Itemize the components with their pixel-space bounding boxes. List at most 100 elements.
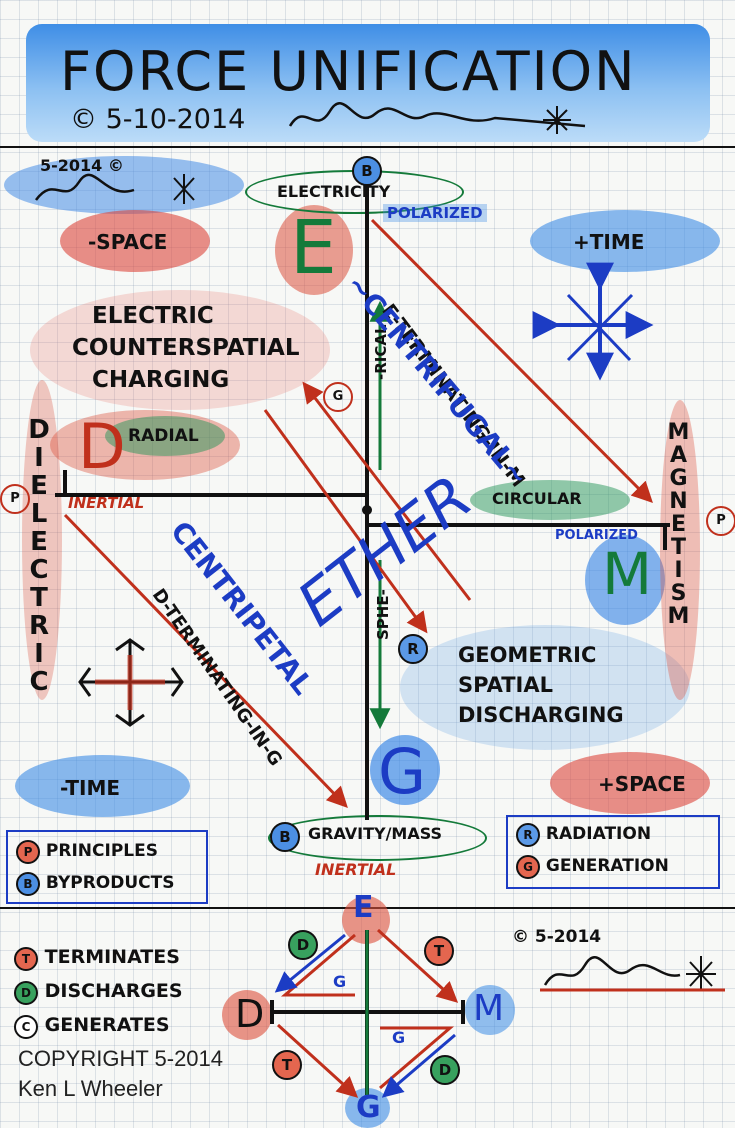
dielectric-label: DIELECTRIC (24, 415, 54, 695)
legend-badge: R (516, 823, 540, 847)
mini-g: G (356, 1090, 381, 1125)
signature-blob (4, 156, 244, 214)
pos-space-label: +SPACE (598, 772, 686, 796)
letter-g: G (378, 735, 427, 808)
legend-item: P PRINCIPLES (16, 840, 158, 864)
legend-badge: T (14, 947, 38, 971)
neg-time-blob (15, 755, 190, 817)
copyright-symbol: © (70, 104, 97, 135)
legend-badge: C (14, 1015, 38, 1039)
header-date-text: 5-10-2014 (105, 104, 246, 135)
page-title: FORCE UNIFICATION (60, 40, 637, 103)
electricity-label: ELECTRICITY (277, 182, 391, 201)
badge-g-center: G (323, 382, 353, 412)
electric-item: COUNTERSPATIAL (72, 335, 300, 361)
legend-label: BYPRODUCTS (45, 873, 175, 893)
letter-d: D (78, 410, 126, 483)
letter-m: M (602, 540, 653, 608)
bottom-date: 5-2014 (534, 927, 602, 947)
footer-copyright: COPYRIGHT 5-2014 (18, 1046, 224, 1071)
badge-b-bottom: B (270, 822, 300, 852)
gravity-oval (268, 815, 487, 861)
legend-item: R RADIATION (516, 823, 651, 847)
header-rule (0, 146, 735, 148)
electric-blob (30, 290, 330, 410)
letter-e: E (290, 205, 337, 291)
radial-green (105, 416, 225, 456)
legend-right: R RADIATION G GENERATION (506, 815, 720, 889)
signature-icon (34, 173, 195, 204)
legend-label: RADIATION (545, 824, 652, 844)
legend-label: GENERATES (44, 1014, 170, 1036)
footer-author: Ken L Wheeler (18, 1076, 163, 1101)
dielectric-blob (22, 380, 62, 700)
electric-list: ELECTRIC COUNTERSPATIAL CHARGING (72, 300, 300, 396)
electric-item: CHARGING (92, 367, 230, 393)
legend-item: C GENERATES (14, 1008, 183, 1042)
neg-time-label: -TIME (60, 776, 121, 800)
polarized-right-label: POLARIZED (555, 528, 638, 543)
header-banner (26, 24, 710, 142)
geometric-item: DISCHARGING (458, 703, 624, 727)
mini-d: D (235, 992, 265, 1036)
badge-p-left: P (0, 484, 30, 514)
geometric-list: GEOMETRIC SPATIAL DISCHARGING (458, 640, 624, 730)
mini-badge-d-right: D (430, 1055, 460, 1085)
radial-label: RADIAL (128, 426, 199, 446)
mini-e: E (353, 890, 374, 925)
circular-green (470, 480, 630, 520)
legend-badge: D (14, 981, 38, 1005)
mini-g-label: G (392, 1028, 406, 1047)
legend-item: G GENERATION (516, 855, 669, 879)
legend-badge: B (16, 872, 40, 896)
legend-item: T TERMINATES (14, 940, 183, 974)
mini-m: M (473, 988, 505, 1029)
mini-g-label: G (333, 972, 347, 991)
mini-badge-t: T (424, 936, 454, 966)
legend-bottom: T TERMINATES D DISCHARGES C GENERATES (14, 940, 183, 1042)
badge-b-top: B (352, 156, 382, 186)
gravity-label: GRAVITY/MASS (308, 824, 443, 843)
neg-space-label: -SPACE (88, 230, 168, 254)
signature-copyright: © (107, 156, 124, 175)
mini-badge-t-left: T (272, 1050, 302, 1080)
geometric-item: SPATIAL (458, 673, 553, 697)
signature-date-text: 5-2014 (40, 156, 103, 175)
badge-r: R (398, 634, 428, 664)
legend-item: B BYPRODUCTS (16, 872, 175, 896)
inertial-left-label: INERTIAL (68, 494, 145, 512)
legend-label: TERMINATES (44, 946, 180, 968)
mini-badge-d: D (288, 930, 318, 960)
pos-space-blob (550, 752, 710, 814)
legend-badge: G (516, 855, 540, 879)
legend-left: P PRINCIPLES B BYPRODUCTS (6, 830, 208, 904)
neg-space-blob (60, 210, 210, 272)
circular-label: CIRCULAR (492, 489, 582, 508)
bottom-copyright: © (512, 927, 529, 947)
pos-time-label: +TIME (573, 230, 645, 254)
bottom-signature-icon (540, 956, 725, 992)
legend-item: D DISCHARGES (14, 974, 183, 1008)
mini-d-blob (222, 990, 272, 1040)
legend-badge: P (16, 840, 40, 864)
legend-label: GENERATION (545, 856, 669, 876)
geometric-item: GEOMETRIC (458, 643, 597, 667)
geometric-blob (400, 625, 690, 750)
g-blob (370, 735, 440, 805)
m-blob (585, 535, 665, 625)
pos-time-blob (530, 210, 720, 272)
legend-label: PRINCIPLES (45, 841, 158, 861)
signature-date: 5-2014 © (40, 156, 124, 175)
legend-label: DISCHARGES (44, 980, 183, 1002)
header-signature-icon (288, 102, 586, 134)
polarized-top-label: POLARIZED (383, 204, 487, 222)
e-blob (275, 205, 353, 295)
magnetism-label: MAGNETISM (666, 420, 691, 627)
electric-item: ELECTRIC (92, 303, 214, 329)
bottom-signature-date: © 5-2014 (512, 927, 601, 947)
header-date: © 5-10-2014 (70, 104, 245, 135)
inertial-bottom-label: INERTIAL (315, 860, 397, 879)
mini-m-blob (465, 985, 515, 1035)
